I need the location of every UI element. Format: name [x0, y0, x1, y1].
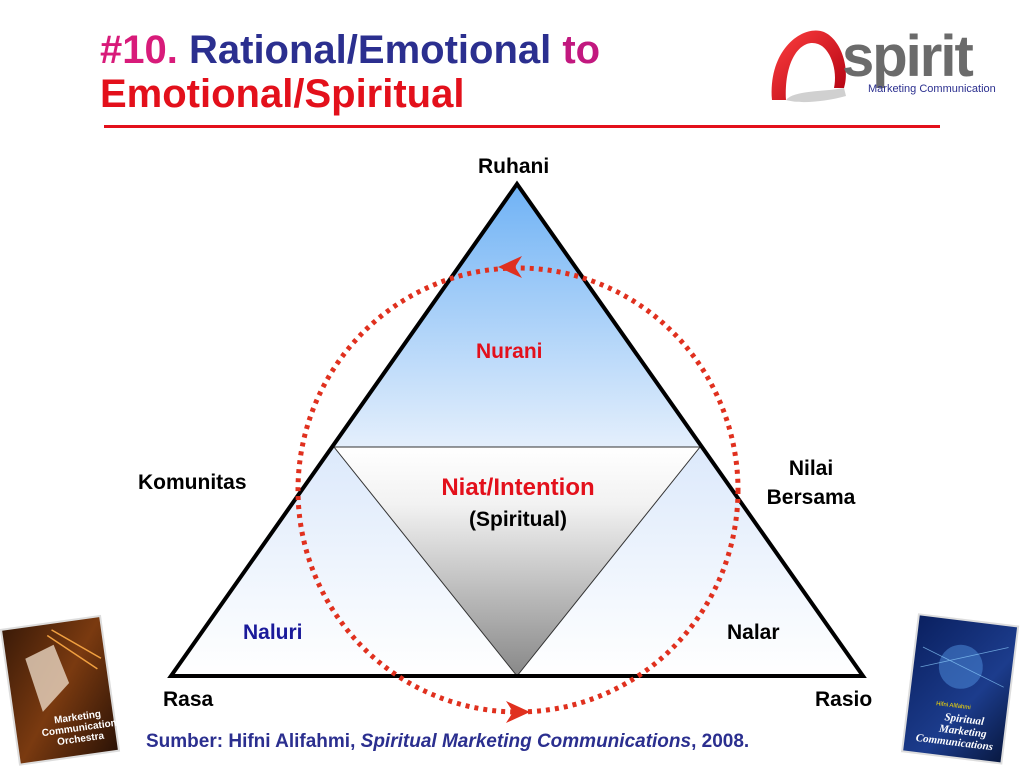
- title-divider: [104, 125, 940, 128]
- title-line2: Emotional/Spiritual: [100, 72, 465, 116]
- label-nilai-bersama: Nilai Bersama: [752, 454, 870, 512]
- label-niat-intention: Niat/Intention: [441, 474, 595, 501]
- label-komunitas: Komunitas: [138, 471, 247, 494]
- title-to: to: [562, 28, 601, 72]
- book-right-title-2: Marketing: [937, 723, 987, 741]
- logo-brand: spirit: [842, 24, 973, 89]
- title-main: Rational/Emotional: [188, 28, 552, 72]
- book-cover-left: Marketing Communications Orchestra: [0, 614, 123, 766]
- center-label-block: Niat/Intention (Spiritual): [405, 474, 631, 532]
- label-rasa: Rasa: [163, 688, 214, 711]
- label-nurani: Nurani: [476, 340, 543, 363]
- title-number: #10.: [100, 28, 178, 72]
- book-cover-right: Hifni Alifahmi Spiritual Marketing Commu…: [900, 613, 1020, 765]
- cycle-arrow-top-icon: [498, 256, 522, 278]
- cycle-arrow-bottom-icon: [506, 701, 530, 723]
- label-nilai: Nilai: [788, 457, 834, 480]
- spiritual-cycle-circle: [295, 265, 741, 715]
- source-book-title: Spiritual Marketing Communications: [360, 731, 692, 752]
- source-suffix: , 2008.: [691, 731, 750, 752]
- source-prefix: Sumber: Hifni Alifahmi,: [146, 731, 356, 752]
- logo-arc-icon: [771, 30, 846, 100]
- source-citation: Sumber: Hifni Alifahmi, Spiritual Market…: [146, 731, 749, 753]
- book-right-title-1: Spiritual: [944, 711, 986, 728]
- label-spiritual: (Spiritual): [469, 508, 567, 531]
- label-ruhani: Ruhani: [478, 155, 550, 178]
- book-right-author: Hifni Alifahmi: [936, 701, 971, 711]
- label-bersama: Bersama: [766, 486, 856, 509]
- nurani-region: [334, 184, 700, 447]
- outer-triangle: [167, 180, 867, 678]
- label-rasio: Rasio: [815, 688, 873, 711]
- logo-tagline: Marketing Communications: [868, 83, 996, 95]
- label-nalar: Nalar: [727, 621, 780, 644]
- slide-title: #10. Rational/Emotional to Emotional/Spi…: [100, 28, 600, 116]
- spirit-logo: spirit Marketing Communications: [771, 24, 996, 103]
- label-naluri: Naluri: [243, 621, 303, 644]
